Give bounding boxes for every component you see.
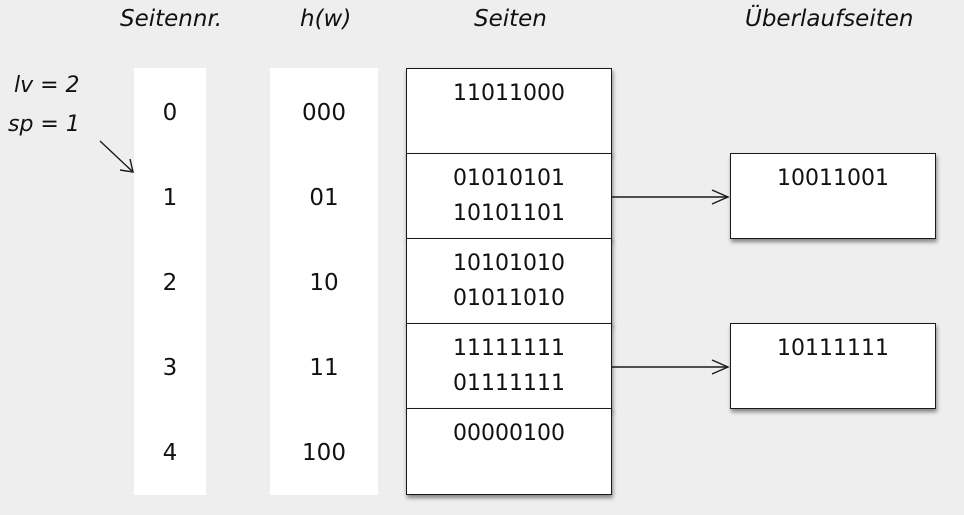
page-entry: 00000100: [453, 421, 565, 446]
page-box: 01010101 10101101: [406, 153, 612, 240]
page-box: 11111111 01111111: [406, 323, 612, 410]
page-entry: 01111111: [453, 371, 565, 396]
overflow-page-box: 10011001: [730, 153, 936, 239]
header-pages: Seiten: [474, 6, 547, 32]
page-entry: 11111111: [453, 336, 565, 361]
page-number-cell: 3: [162, 355, 178, 381]
split-pointer-note: sp = 1: [8, 112, 80, 137]
overflow-arrowhead-3: [711, 359, 730, 375]
page-entry: 11011000: [453, 81, 565, 106]
page-entry: 01010101: [453, 166, 565, 191]
page-entry: 01011010: [453, 286, 565, 311]
page-number-cell: 1: [162, 185, 178, 211]
hash-cell: 100: [302, 440, 346, 466]
header-overflow-pages: Überlaufseiten: [745, 6, 914, 32]
split-pointer-arrowhead: [119, 158, 134, 173]
page-box: 11011000: [406, 68, 612, 155]
overflow-page-box: 10111111: [730, 323, 936, 409]
page-entry: 10101010: [453, 251, 565, 276]
hash-cell: 11: [309, 355, 339, 381]
page-number-cell: 0: [162, 100, 178, 126]
split-pointer-arrow: [99, 140, 134, 173]
header-page-number: Seitennr.: [120, 6, 223, 32]
hash-column: [270, 68, 378, 495]
page-box: 10101010 01011010: [406, 238, 612, 325]
overflow-entry: 10011001: [777, 166, 889, 191]
page-number-column: [134, 68, 206, 495]
page-number-cell: 4: [162, 440, 178, 466]
level-note: lv = 2: [14, 73, 80, 98]
hash-cell: 01: [309, 185, 339, 211]
page-box: 00000100: [406, 408, 612, 495]
hash-cell: 10: [309, 270, 339, 296]
header-hash: h(w): [300, 6, 352, 32]
page-number-cell: 2: [162, 270, 178, 296]
page-entry: 10101101: [453, 201, 565, 226]
overflow-arrowhead-1: [711, 189, 730, 205]
overflow-entry: 10111111: [777, 336, 889, 361]
hash-cell: 000: [302, 100, 346, 126]
